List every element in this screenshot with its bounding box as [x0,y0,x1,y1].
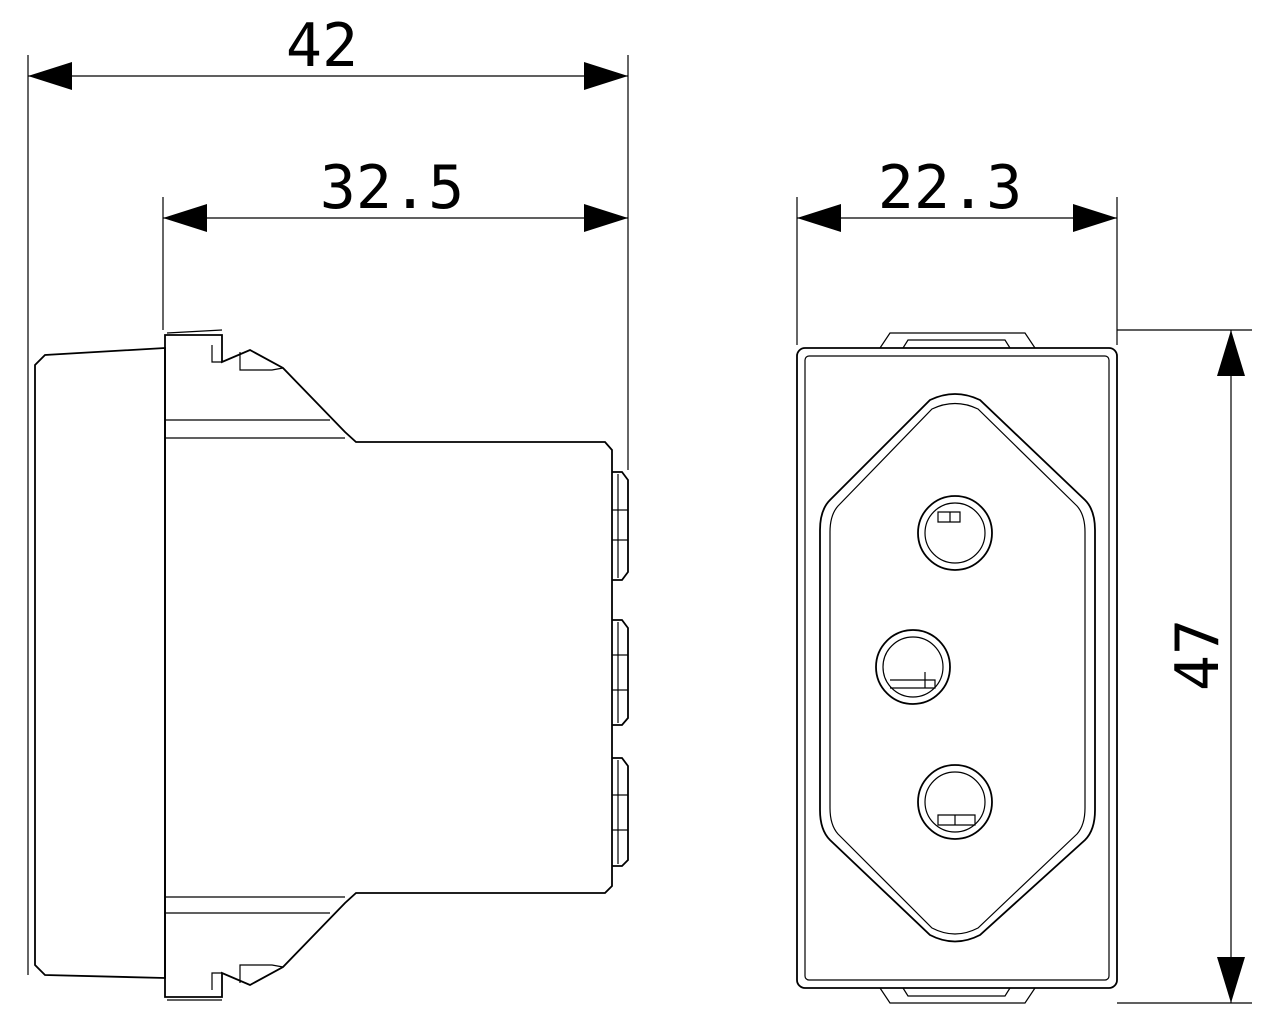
dimension-front-width: 22.3 [797,153,1117,232]
dimension-label-front-width: 22.3 [878,153,1023,223]
dimension-label-overall-depth: 42 [286,11,358,81]
dimension-front-height: 47 [1163,330,1245,1003]
dimension-body-depth: 32.5 [163,153,628,232]
side-view [27,55,629,1001]
dimension-overall-depth: 42 [28,11,628,90]
dimension-label-front-height: 47 [1163,619,1233,691]
dimension-label-body-depth: 32.5 [320,153,465,223]
front-view [796,197,1252,1004]
